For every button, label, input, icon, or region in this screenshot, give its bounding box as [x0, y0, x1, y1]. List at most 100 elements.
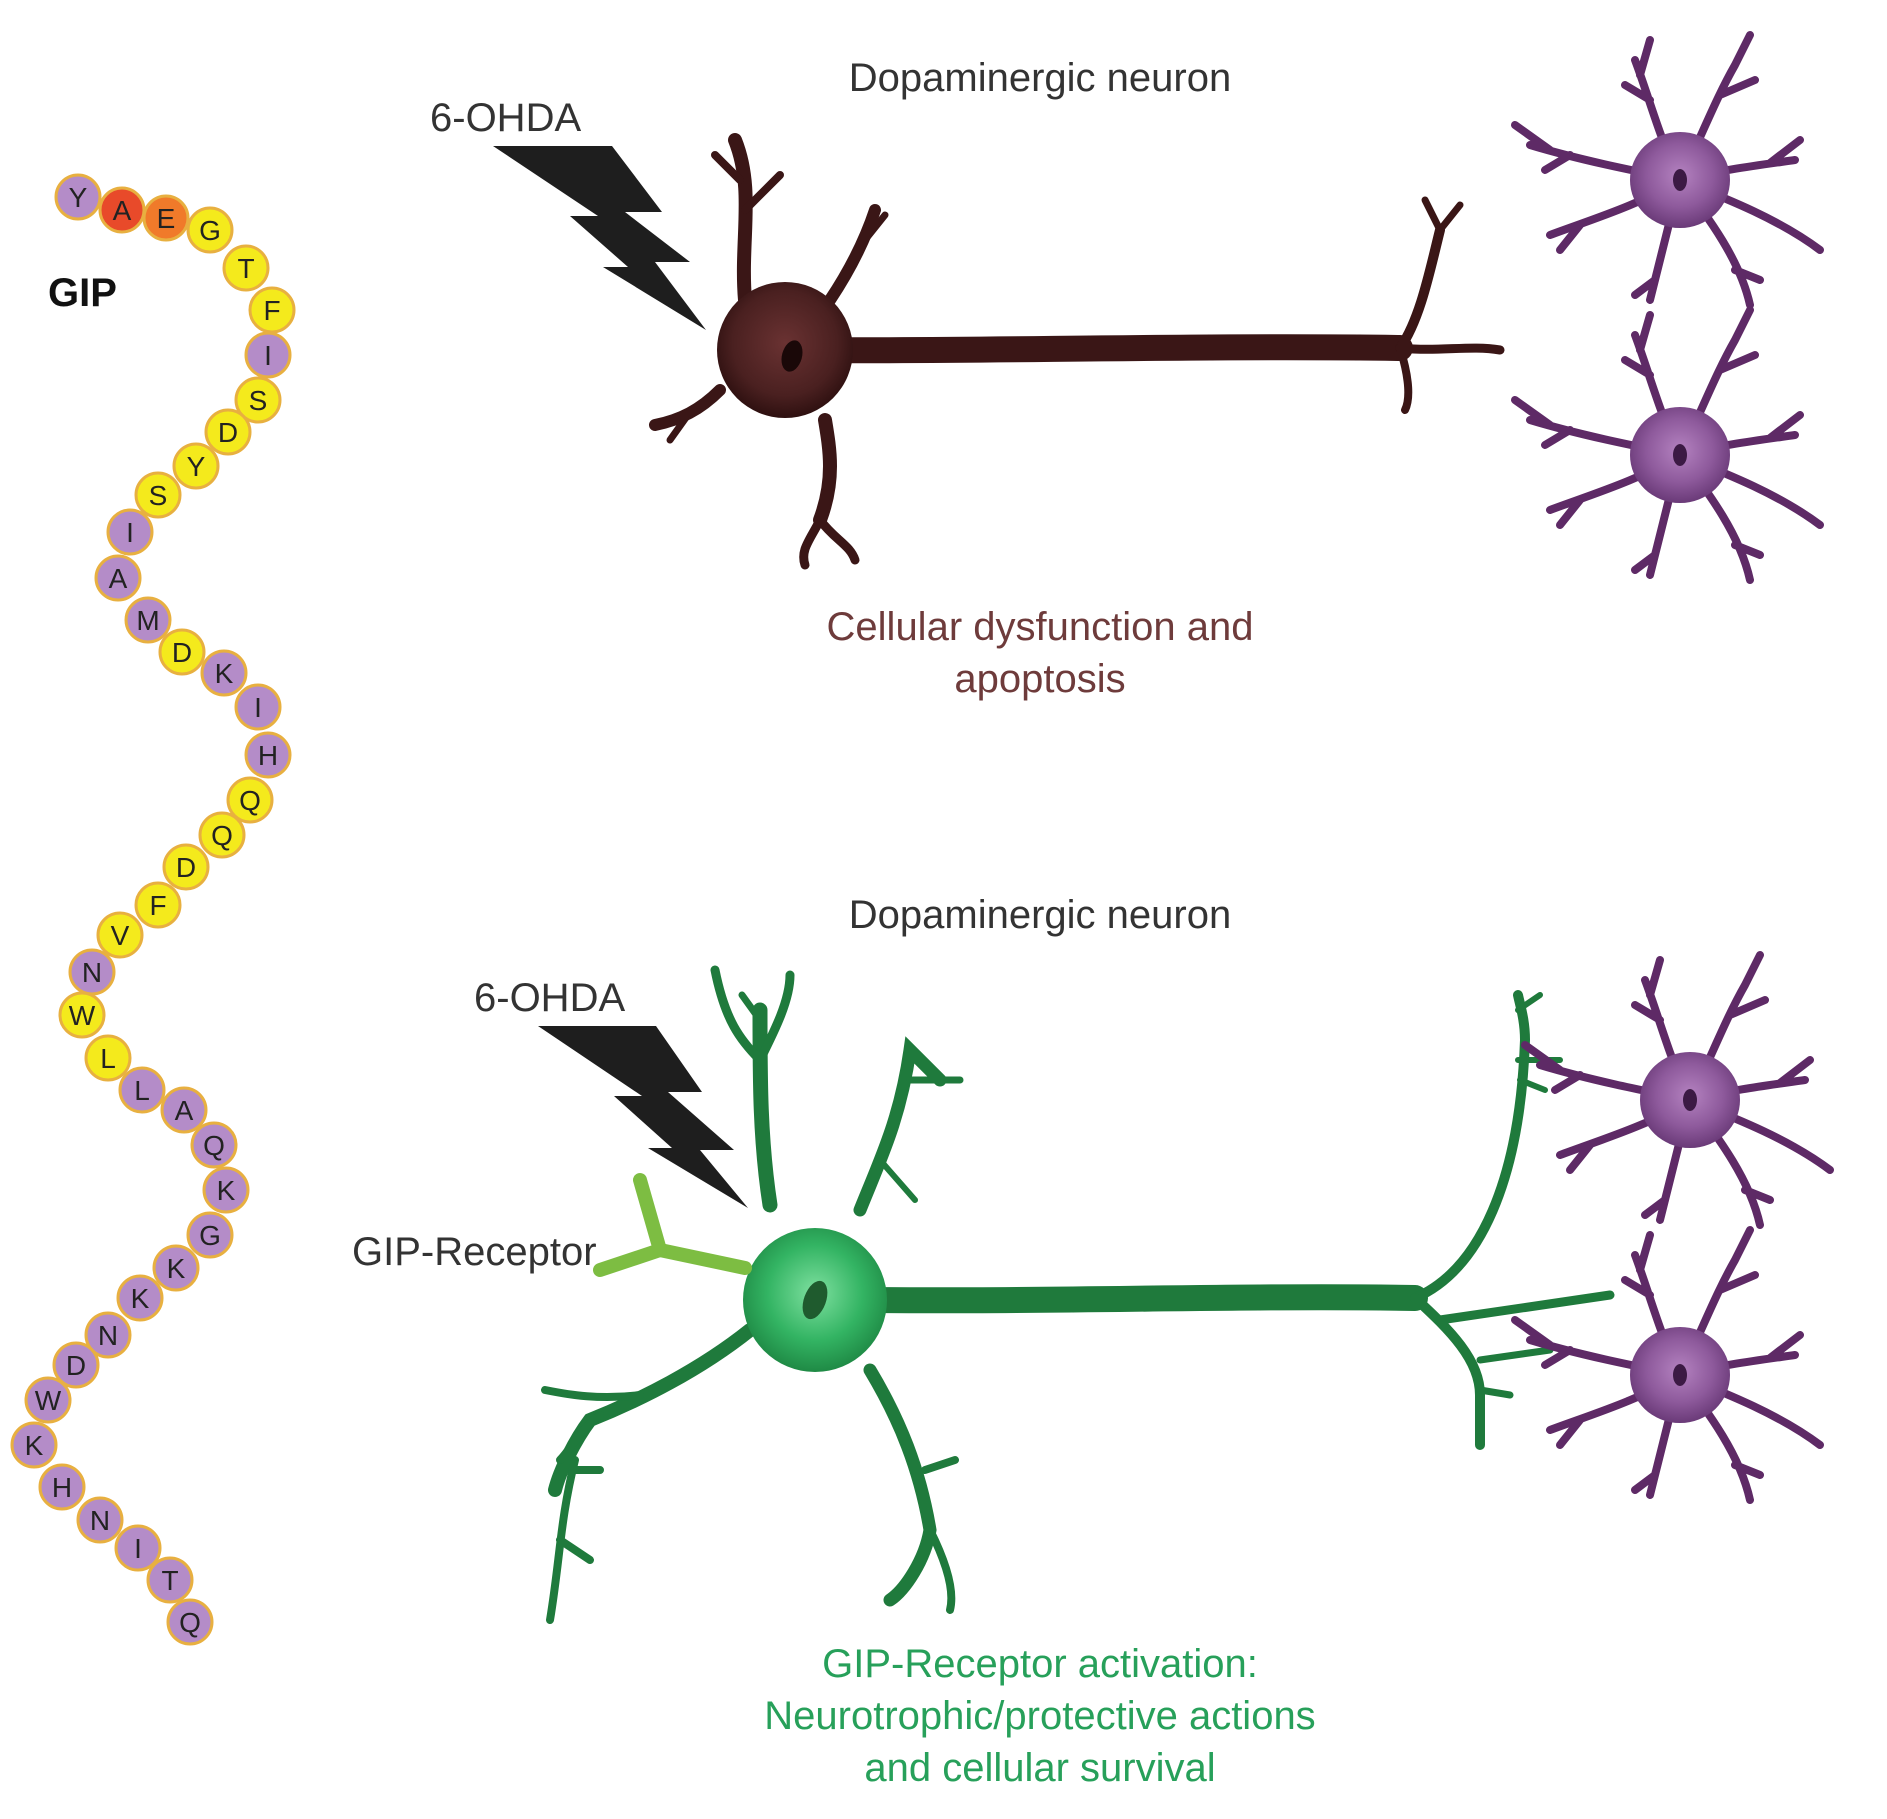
bottom-target-neuron-2	[1511, 1226, 1824, 1504]
residue-20: Q	[198, 811, 246, 859]
bottom-dopaminergic-neuron	[541, 965, 1615, 1624]
residue-23: V	[96, 911, 144, 959]
residue-letter: D	[66, 1350, 86, 1381]
residue-39: N	[76, 1496, 124, 1544]
top-dopaminergic-neuron	[649, 133, 1505, 570]
residue-letter: G	[199, 1220, 221, 1251]
gip-receptor-icon	[593, 1173, 752, 1277]
residue-letter: I	[134, 1533, 142, 1564]
bottom-caption-line1: GIP-Receptor activation:	[822, 1642, 1258, 1686]
residue-32: K	[152, 1244, 200, 1292]
residue-29: Q	[190, 1121, 238, 1169]
residue-8: S	[234, 376, 282, 424]
residue-37: K	[10, 1421, 58, 1469]
residue-10: Y	[172, 442, 220, 490]
residue-31: G	[186, 1211, 234, 1259]
top-toxin-label: 6-OHDA	[430, 96, 581, 140]
residue-42: Q	[166, 1598, 214, 1646]
residue-letter: D	[176, 852, 196, 883]
top-lightning-icon	[493, 146, 706, 330]
residue-4: G	[186, 206, 234, 254]
residue-33: K	[116, 1274, 164, 1322]
residue-18: H	[244, 731, 292, 779]
residue-letter: N	[82, 957, 102, 988]
residue-17: I	[234, 683, 282, 731]
residue-21: D	[162, 843, 210, 891]
residue-15: D	[158, 628, 206, 676]
residue-letter: Q	[211, 820, 233, 851]
residue-41: T	[146, 1556, 194, 1604]
residue-3: E	[142, 194, 190, 242]
residue-25: W	[58, 991, 106, 1039]
residue-30: K	[202, 1166, 250, 1214]
residue-5: T	[222, 244, 270, 292]
residue-40: I	[114, 1524, 162, 1572]
top-target-neuron-1	[1511, 31, 1824, 309]
residue-letter: L	[134, 1075, 150, 1106]
bottom-caption-line2: Neurotrophic/protective actions	[764, 1694, 1315, 1738]
residue-letter: Q	[179, 1607, 201, 1638]
residue-letter: S	[249, 385, 268, 416]
residue-6: F	[248, 286, 296, 334]
residue-26: L	[84, 1034, 132, 1082]
residue-27: L	[118, 1066, 166, 1114]
residue-9: D	[204, 408, 252, 456]
residue-letter: N	[90, 1505, 110, 1536]
residue-16: K	[200, 649, 248, 697]
residue-letter: K	[131, 1283, 150, 1314]
residue-letter: Y	[187, 451, 206, 482]
residue-38: H	[38, 1463, 86, 1511]
gip-receptor-label: GIP-Receptor	[352, 1230, 597, 1274]
residue-letter: W	[69, 1000, 96, 1031]
residue-letter: D	[172, 637, 192, 668]
residue-letter: I	[126, 517, 134, 548]
top-caption-line2: apoptosis	[954, 657, 1125, 701]
residue-letter: W	[35, 1385, 62, 1416]
top-panel: Dopaminergic neuron 6-OHDA Cellular dysf…	[430, 31, 1824, 701]
residue-letter: N	[98, 1320, 118, 1351]
residue-letter: Q	[203, 1130, 225, 1161]
residue-letter: M	[136, 605, 159, 636]
gip-title: GIP	[48, 271, 117, 315]
residue-letter: I	[254, 692, 262, 723]
bottom-neuron-title: Dopaminergic neuron	[849, 893, 1231, 937]
residue-1: Y	[54, 173, 102, 221]
residue-letter: G	[199, 215, 221, 246]
residue-letter: T	[237, 253, 254, 284]
residue-letter: Y	[69, 182, 88, 213]
residue-letter: H	[52, 1472, 72, 1503]
residue-letter: E	[157, 203, 176, 234]
residue-letter: A	[175, 1095, 194, 1126]
residue-7: I	[244, 331, 292, 379]
residue-2: A	[98, 186, 146, 234]
top-neuron-title: Dopaminergic neuron	[849, 56, 1231, 100]
residue-letter: K	[217, 1175, 236, 1206]
residue-letter: F	[263, 295, 280, 326]
bottom-lightning-icon	[538, 1026, 748, 1208]
residue-22: F	[134, 881, 182, 929]
residue-letter: K	[215, 658, 234, 689]
residue-19: Q	[226, 776, 274, 824]
residue-letter: H	[258, 740, 278, 771]
residue-letter: V	[111, 920, 130, 951]
residue-letter: D	[218, 417, 238, 448]
residue-11: S	[134, 471, 182, 519]
bottom-panel: Dopaminergic neuron 6-OHDA	[352, 893, 1834, 1790]
residue-36: W	[24, 1376, 72, 1424]
residue-28: A	[160, 1086, 208, 1134]
residue-letter: F	[149, 890, 166, 921]
residue-12: I	[106, 508, 154, 556]
residue-letter: S	[149, 480, 168, 511]
top-caption-line1: Cellular dysfunction and	[827, 605, 1254, 649]
residue-letter: A	[109, 563, 128, 594]
residue-35: D	[52, 1341, 100, 1389]
residue-letter: I	[264, 340, 272, 371]
residue-letter: K	[167, 1253, 186, 1284]
bottom-toxin-label: 6-OHDA	[474, 976, 625, 1020]
bottom-caption-line3: and cellular survival	[864, 1746, 1215, 1790]
bottom-target-neuron-1	[1521, 951, 1834, 1229]
residue-14: M	[124, 596, 172, 644]
